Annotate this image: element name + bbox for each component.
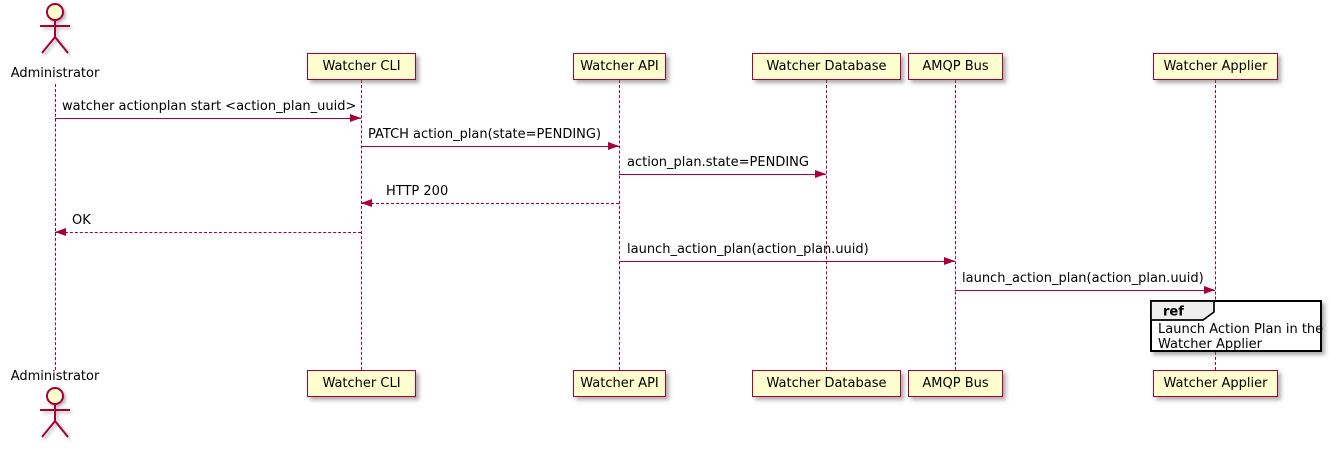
message-arrow-6 (619, 257, 955, 266)
participant-top-watcher-database: Watcher Database (752, 53, 901, 80)
arrowhead-right-icon (944, 257, 955, 265)
lifeline-watcher-applier (1215, 80, 1216, 370)
message-label: launch_action_plan(action_plan.uuid) (962, 271, 1204, 286)
message-line (619, 261, 955, 262)
participant-top-amqp-bus: AMQP Bus (908, 53, 1003, 80)
ref-tag-label: ref (1163, 305, 1184, 320)
ref-text-line2: Watcher Applier (1158, 337, 1262, 352)
participant-bottom-watcher-applier: Watcher Applier (1153, 370, 1278, 397)
lifeline-watcher-database (826, 80, 827, 370)
message-label: launch_action_plan(action_plan.uuid) (627, 242, 869, 257)
ref-text: Launch Action Plan in the Watcher Applie… (1158, 322, 1323, 352)
actor-label-top: Administrator (10, 66, 100, 81)
message-label: OK (72, 213, 91, 228)
lifeline-watcher-cli (361, 80, 362, 370)
participant-bottom-watcher-cli: Watcher CLI (307, 370, 416, 397)
participant-label: Watcher CLI (322, 59, 401, 74)
message-arrow-3 (619, 170, 826, 179)
arrowhead-right-icon (1204, 286, 1215, 294)
participant-label: Watcher Applier (1163, 376, 1268, 391)
actor-stick-figure-icon (40, 387, 70, 438)
arrowhead-left-icon (55, 228, 66, 236)
message-arrow-1 (55, 114, 361, 123)
message-label: HTTP 200 (386, 184, 449, 199)
message-line (619, 174, 826, 175)
ref-text-line1: Launch Action Plan in the (1158, 322, 1324, 337)
participant-label: Watcher Database (766, 376, 887, 391)
participant-label: Watcher API (580, 376, 659, 391)
lifeline-watcher-api (619, 80, 620, 370)
arrowhead-right-icon (815, 170, 826, 178)
message-arrow-4 (361, 199, 619, 208)
ref-fragment: ref Launch Action Plan in the Watcher Ap… (1150, 300, 1323, 352)
arrowhead-right-icon (350, 114, 361, 122)
actor-stick-figure-icon (40, 3, 70, 54)
message-line (55, 232, 361, 233)
participant-top-watcher-cli: Watcher CLI (307, 53, 416, 80)
message-line (361, 146, 619, 147)
lifeline-administrator (55, 84, 56, 370)
participant-top-watcher-applier: Watcher Applier (1153, 53, 1278, 80)
message-arrow-5 (55, 228, 361, 237)
participant-bottom-watcher-api: Watcher API (573, 370, 666, 397)
arrowhead-left-icon (361, 199, 372, 207)
participant-bottom-watcher-database: Watcher Database (752, 370, 901, 397)
participant-bottom-amqp-bus: AMQP Bus (908, 370, 1003, 397)
participant-label: AMQP Bus (922, 59, 989, 74)
participant-label: Watcher Applier (1163, 59, 1268, 74)
message-label: PATCH action_plan(state=PENDING) (368, 127, 602, 142)
message-label: action_plan.state=PENDING (627, 155, 809, 170)
message-label: watcher actionplan start <action_plan_uu… (62, 99, 357, 114)
participant-label: Watcher Database (766, 59, 887, 74)
actor-label-bottom: Administrator (10, 369, 100, 384)
message-arrow-7 (955, 286, 1215, 295)
participant-label: Watcher CLI (322, 376, 401, 391)
participant-label: Watcher API (580, 59, 659, 74)
message-line (955, 290, 1215, 291)
lifeline-amqp-bus (955, 80, 956, 370)
participant-label: AMQP Bus (922, 376, 989, 391)
arrowhead-right-icon (608, 142, 619, 150)
message-line (55, 118, 361, 119)
message-arrow-2 (361, 142, 619, 151)
message-line (361, 203, 619, 204)
ref-tag-pentagon-icon: ref (1150, 300, 1215, 321)
participant-top-watcher-api: Watcher API (573, 53, 666, 80)
